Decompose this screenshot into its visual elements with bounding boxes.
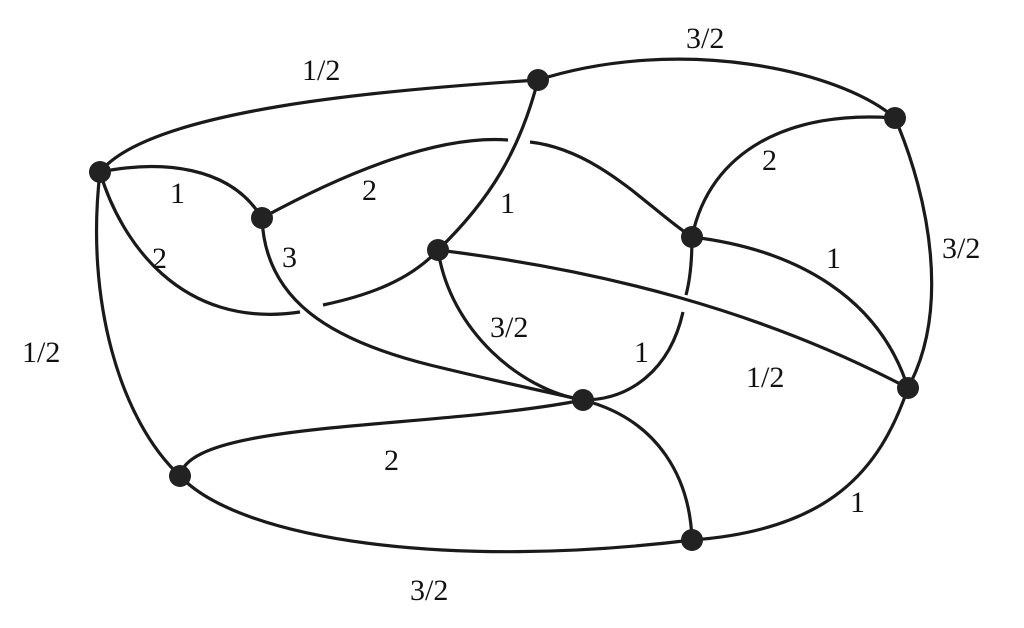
edge-d-h [260, 217, 584, 402]
weight-label-e-g: 1/2 [746, 361, 784, 394]
node-c [884, 107, 906, 129]
node-h [572, 389, 594, 411]
weight-label-d-h: 3 [282, 241, 297, 274]
weight-label-b-e: 1 [500, 187, 515, 220]
weight-label-a-d: 1 [170, 177, 185, 210]
weight-label-a-e: 2 [152, 242, 167, 275]
edge-c-g [893, 117, 934, 389]
node-e [427, 239, 449, 261]
node-b [527, 69, 549, 91]
edge-i-h [178, 398, 584, 477]
edge-h-j [582, 398, 694, 541]
edge-b-e [436, 79, 540, 252]
weight-label-a-b: 1/2 [302, 54, 340, 87]
node-f [681, 226, 703, 248]
edge-j-g [691, 387, 910, 542]
edge-a-e-part2 [322, 248, 440, 307]
edge-d-f [261, 137, 509, 220]
node-j [681, 529, 703, 551]
edge-d-f-part2 [529, 140, 693, 239]
node-a [89, 161, 111, 183]
edge-i-j [178, 474, 693, 554]
weight-label-i-j: 3/2 [410, 574, 448, 607]
edge-f-c [690, 115, 896, 238]
edge-a-e [98, 171, 301, 316]
edge-b-c [537, 57, 897, 120]
weight-label-f-h: 1 [634, 336, 649, 369]
weight-label-f-g: 1 [826, 242, 841, 275]
weight-label-d-f: 2 [362, 174, 377, 207]
edge-e-h [436, 249, 584, 402]
weight-label-c-g: 3/2 [942, 232, 980, 265]
weight-label-j-g: 1 [850, 486, 865, 519]
edge-e-g [437, 248, 909, 390]
weight-label-e-h: 3/2 [490, 311, 528, 344]
node-g [897, 377, 919, 399]
edge-f-g [691, 235, 910, 389]
weight-label-a-i: 1/2 [22, 336, 60, 369]
node-d [251, 207, 273, 229]
node-i [169, 465, 191, 487]
weight-label-b-c: 3/2 [686, 22, 724, 55]
edge-a-b [98, 78, 539, 174]
weight-label-f-c: 2 [762, 144, 777, 177]
edge-f-h-part2 [582, 311, 685, 402]
edge-a-i [94, 171, 182, 478]
edge-a-d [99, 165, 264, 219]
weight-label-i-h: 2 [384, 444, 399, 477]
